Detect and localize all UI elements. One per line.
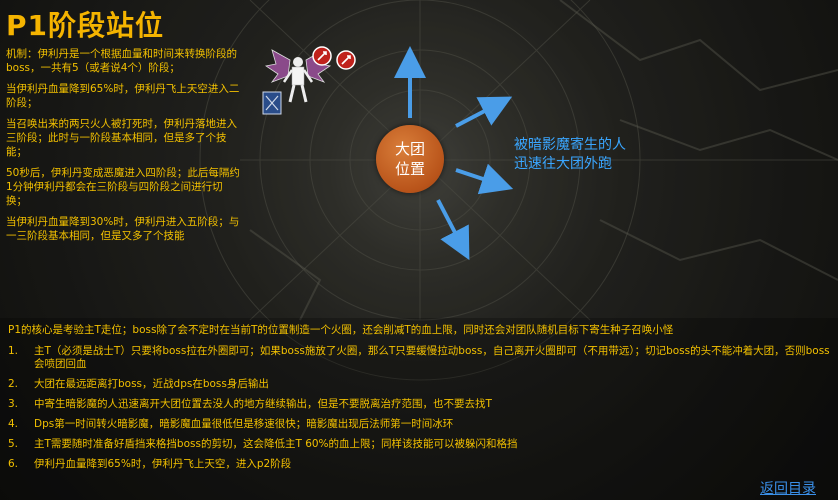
list-item: 3. 中寄生暗影魔的人迅速离开大团位置去没人的地方继续输出，但是不要脱离治疗范围…: [8, 398, 833, 411]
mechanics-paragraph: 当伊利丹血量降到30%时，伊利丹进入五阶段；与一三阶段基本相同，但是又多了个技能: [6, 216, 240, 242]
step-text: 中寄生暗影魔的人迅速离开大团位置去没人的地方继续输出，但是不要脱离治疗范围，也不…: [34, 398, 492, 410]
raid-position-marker: 大团 位置: [376, 125, 444, 193]
mechanics-paragraph: 50秒后，伊利丹变成恶魔进入四阶段；此后每隔约1分钟伊利丹都会在三阶段与四阶段之…: [6, 167, 240, 207]
boss-illidan-icon: [262, 46, 356, 115]
arrow-icon: [455, 96, 513, 128]
step-number: 2.: [8, 378, 19, 390]
step-text: 主T需要随时准备好盾挡来格挡boss的剪切，这会降低主T 60%的血上限；同样该…: [34, 438, 518, 450]
arrow-icon: [436, 199, 470, 261]
list-item: 1. 主T（必须是战士T）只要将boss拉在外圈即可；如果boss施放了火圈，那…: [8, 345, 833, 371]
list-item: 4. Dps第一时间转火暗影魔，暗影魔血量很低但是移速很快；暗影魔出现后法师第一…: [8, 418, 833, 431]
tank-marker-icon: [336, 50, 356, 70]
list-item: 6. 伊利丹血量降到65%时，伊利丹飞上天空，进入p2阶段: [8, 458, 833, 471]
shield-icon: [262, 91, 282, 115]
mechanics-paragraph: 当伊利丹血量降到65%时，伊利丹飞上天空进入二阶段；: [6, 83, 240, 109]
step-text: 伊利丹血量降到65%时，伊利丹飞上天空，进入p2阶段: [34, 458, 292, 470]
parasite-note-line: 迅速往大团外跑: [514, 156, 612, 172]
step-number: 5.: [8, 438, 19, 450]
back-to-contents-link[interactable]: 返回目录: [760, 481, 816, 497]
step-text: Dps第一时间转火暗影魔，暗影魔血量很低但是移速很快；暗影魔出现后法师第一时间冰…: [34, 418, 454, 430]
mechanics-paragraph: 当召唤出来的两只火人被打死时，伊利丹落地进入三阶段；此时与一阶段基本相同，但是多…: [6, 118, 237, 158]
parasite-note: 被暗影魔寄生的人 迅速往大团外跑: [514, 136, 626, 174]
mechanics-paragraph: 机制：伊利丹是一个根据血量和时间来转换阶段的boss，一共有5（或者说4个）阶段…: [6, 48, 237, 74]
list-item: 5. 主T需要随时准备好盾挡来格挡boss的剪切，这会降低主T 60%的血上限；…: [8, 438, 833, 451]
core-summary: P1的核心是考验主T走位；boss除了会不定时在当前T的位置制造一个火圈，还会削…: [8, 324, 674, 336]
list-item: 2. 大团在最远距离打boss，近战dps在boss身后输出: [8, 378, 833, 391]
step-number: 4.: [8, 418, 19, 430]
tank-marker-icon: [312, 46, 332, 66]
raid-position-label: 大团: [394, 140, 425, 158]
parasite-note-line: 被暗影魔寄生的人: [514, 137, 626, 153]
step-text: 大团在最远距离打boss，近战dps在boss身后输出: [34, 378, 269, 390]
page-title: P1阶段站位: [6, 9, 165, 42]
step-text: 主T（必须是战士T）只要将boss拉在外圈即可；如果boss施放了火圈，那么T只…: [34, 345, 830, 370]
raid-position-label: 位置: [394, 160, 425, 178]
strategy-panel: [0, 318, 838, 500]
step-number: 1.: [8, 345, 19, 357]
step-number: 3.: [8, 398, 19, 410]
arrow-icon: [455, 163, 514, 195]
mechanics-panel: 机制：伊利丹是一个根据血量和时间来转换阶段的boss，一共有5（或者说4个）阶段…: [6, 47, 242, 250]
step-number: 6.: [8, 458, 19, 470]
strategy-steps: 1. 主T（必须是战士T）只要将boss拉在外圈即可；如果boss施放了火圈，那…: [8, 345, 833, 471]
